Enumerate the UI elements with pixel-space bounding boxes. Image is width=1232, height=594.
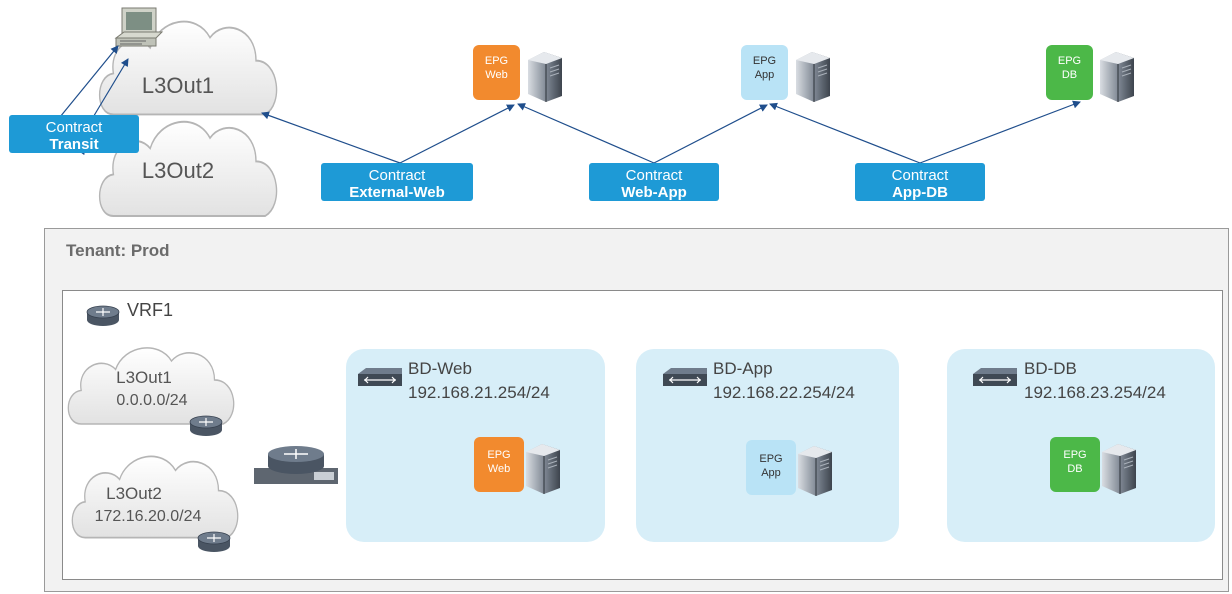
epg-app-tenant-line2: App — [761, 467, 781, 479]
server-icon — [796, 52, 830, 102]
server-icon — [526, 444, 560, 494]
contract-app-db-line2: App-DB — [892, 184, 948, 201]
switch-icon — [662, 367, 708, 387]
tenant-l3out1-name: L3Out1 — [116, 368, 172, 387]
epg-web-top: EPG Web — [473, 45, 520, 100]
server-icon — [1100, 52, 1134, 102]
switch-icon — [972, 367, 1018, 387]
bd-web-subnet: 192.168.21.254/24 — [408, 383, 550, 402]
epg-db-top: EPG DB — [1046, 45, 1093, 100]
router-icon — [189, 415, 223, 437]
bd-web-name: BD-Web — [408, 359, 472, 378]
epg-web-tenant-line2: Web — [487, 463, 511, 475]
epg-app-top: EPG App — [741, 45, 788, 100]
computer-icon — [114, 7, 164, 47]
epg-app-top-line1: EPG — [752, 55, 777, 67]
contract-app-db-line1: Contract — [891, 167, 949, 184]
epg-db-tenant-line2: DB — [1067, 463, 1083, 475]
epg-db-tenant: EPG DB — [1050, 437, 1100, 492]
bd-db-name: BD-DB — [1024, 359, 1077, 378]
bd-app-subnet: 192.168.22.254/24 — [713, 383, 855, 402]
contract-web-app-line1: Contract — [625, 167, 683, 184]
contract-external-web-line2: External-Web — [349, 184, 445, 201]
tenant-l3out1-subnet: 0.0.0.0/24 — [116, 392, 187, 409]
epg-db-top-line1: EPG — [1057, 55, 1082, 67]
router-icon — [254, 446, 338, 484]
contract-app-db: Contract App-DB — [855, 163, 985, 201]
epg-db-top-line2: DB — [1061, 69, 1078, 81]
contract-transit-line2: Transit — [49, 136, 99, 153]
contract-transit: Contract Transit — [9, 115, 139, 153]
router-icon — [197, 531, 231, 553]
tenant-title: Tenant: Prod — [66, 241, 170, 260]
contract-external-web: Contract External-Web — [321, 163, 473, 201]
router-icon — [86, 305, 120, 327]
contract-web-app: Contract Web-App — [589, 163, 719, 201]
tenant-l3out2-name: L3Out2 — [106, 484, 162, 503]
cloud-label-l3out1: L3Out1 — [142, 73, 214, 98]
epg-web-top-line1: EPG — [484, 55, 509, 67]
contract-web-app-line2: Web-App — [621, 184, 687, 201]
epg-app-tenant: EPG App — [746, 440, 796, 495]
epg-web-top-line2: Web — [485, 69, 508, 81]
cloud-label-l3out2: L3Out2 — [142, 158, 214, 183]
contract-external-web-line1: Contract — [368, 167, 426, 184]
bd-app-name: BD-App — [713, 359, 773, 378]
switch-icon — [357, 367, 403, 387]
epg-web-tenant-line1: EPG — [487, 449, 511, 461]
epg-app-top-line2: App — [754, 69, 775, 81]
server-icon — [798, 446, 832, 496]
vrf-label: VRF1 — [127, 300, 174, 320]
epg-app-tenant-line1: EPG — [759, 453, 783, 465]
server-icon — [528, 52, 562, 102]
epg-db-tenant-line1: EPG — [1063, 449, 1087, 461]
epg-web-tenant: EPG Web — [474, 437, 524, 492]
contract-transit-line1: Contract — [45, 119, 103, 136]
server-icon — [1102, 444, 1136, 494]
tenant-l3out2-subnet: 172.16.20.0/24 — [95, 508, 202, 525]
bd-db-subnet: 192.168.23.254/24 — [1024, 383, 1166, 402]
